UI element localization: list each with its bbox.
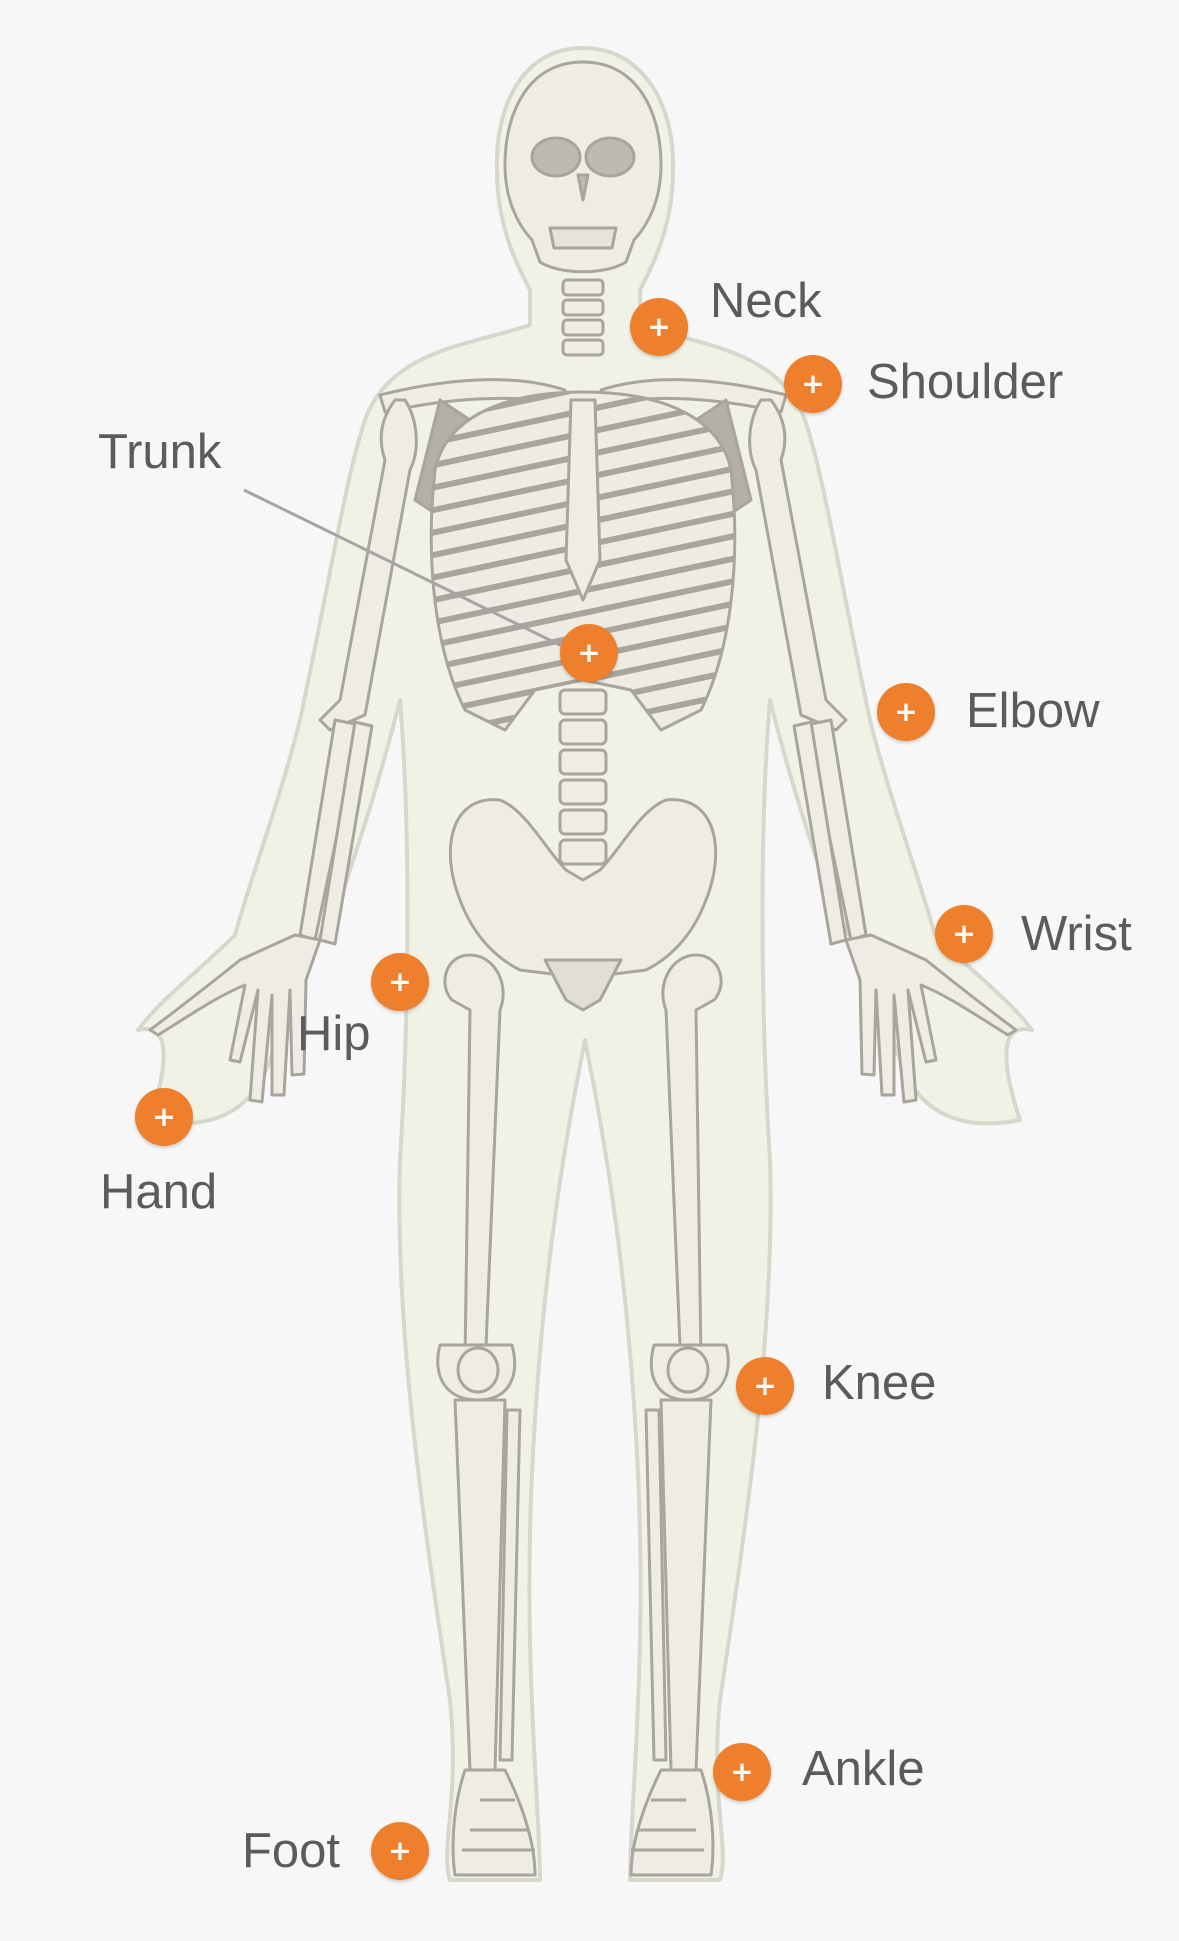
neck-label[interactable]: Neck bbox=[710, 274, 822, 328]
shoulder-hotspot-button[interactable]: + bbox=[784, 355, 842, 413]
hip-label[interactable]: Hip bbox=[297, 1007, 371, 1061]
plus-icon: + bbox=[753, 1369, 777, 1402]
skeleton-bones bbox=[148, 60, 1018, 1877]
foot-hotspot-button[interactable]: + bbox=[371, 1822, 429, 1880]
neck-hotspot-button[interactable]: + bbox=[630, 298, 688, 356]
hand-label[interactable]: Hand bbox=[100, 1165, 218, 1219]
plus-icon: + bbox=[647, 310, 671, 343]
knee-label[interactable]: Knee bbox=[822, 1356, 937, 1410]
elbow-label[interactable]: Elbow bbox=[966, 684, 1100, 738]
elbow-hotspot-button[interactable]: + bbox=[877, 683, 935, 741]
plus-icon: + bbox=[152, 1100, 176, 1133]
left-hand-bones bbox=[148, 933, 322, 1104]
knee-hotspot-button[interactable]: + bbox=[736, 1357, 794, 1415]
plus-icon: + bbox=[388, 965, 412, 998]
foot-label[interactable]: Foot bbox=[242, 1824, 341, 1878]
wrist-hotspot-button[interactable]: + bbox=[935, 905, 993, 963]
plus-icon: + bbox=[894, 695, 918, 728]
plus-icon: + bbox=[730, 1755, 754, 1788]
shoulder-label[interactable]: Shoulder bbox=[867, 355, 1064, 409]
plus-icon: + bbox=[801, 367, 825, 400]
ankle-hotspot-button[interactable]: + bbox=[713, 1743, 771, 1801]
plus-icon: + bbox=[577, 636, 601, 669]
trunk-leader-line bbox=[243, 488, 567, 650]
skull bbox=[503, 60, 663, 274]
hand-hotspot-button[interactable]: + bbox=[135, 1088, 193, 1146]
pelvis bbox=[448, 798, 718, 977]
wrist-label[interactable]: Wrist bbox=[1021, 907, 1132, 961]
right-hand-bones bbox=[844, 933, 1018, 1104]
trunk-hotspot-button[interactable]: + bbox=[560, 624, 618, 682]
trunk-label[interactable]: Trunk bbox=[98, 425, 222, 479]
plus-icon: + bbox=[388, 1834, 412, 1867]
hip-hotspot-button[interactable]: + bbox=[371, 953, 429, 1011]
ankle-label[interactable]: Ankle bbox=[802, 1742, 925, 1796]
plus-icon: + bbox=[952, 917, 976, 950]
